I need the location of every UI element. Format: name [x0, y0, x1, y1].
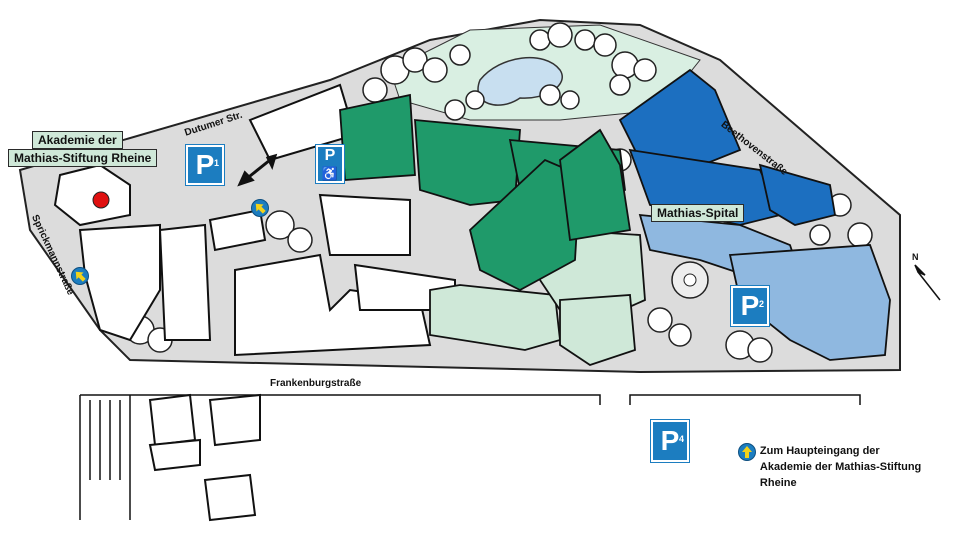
legend-line2: Akademie der Mathias-Stiftung Rheine: [759, 461, 922, 489]
mathias-spital-label: Mathias-Spital: [651, 204, 745, 222]
light-green-buildings: [429, 229, 646, 366]
dark-green-buildings: [339, 93, 632, 292]
street-lines: [79, 394, 861, 520]
akademie-label-line2: Mathias-Stiftung Rheine: [8, 149, 158, 167]
parking-number-4: 4: [678, 434, 684, 444]
parking-sign-p4: P 4: [650, 419, 690, 463]
handicap-p-letter: P: [324, 147, 336, 164]
wheelchair-icon: ♿: [321, 166, 339, 181]
parking-number-2: 2: [758, 299, 764, 309]
parking-sign-p1: P 1: [185, 144, 225, 186]
legend-row: Zum Haupteingang der Akademie der Mathia…: [738, 443, 960, 491]
parking-p-letter-2: P: [740, 290, 760, 321]
roundabout-center: [683, 273, 697, 287]
light-blue-buildings: [638, 213, 891, 361]
legend-entrance-arrow: [738, 443, 756, 461]
parking-sign-p2: P 2: [730, 285, 770, 327]
parking-sign-handicap: P ♿: [315, 144, 345, 184]
parking-number-1: 1: [213, 158, 219, 168]
parking-p-letter: P: [195, 149, 215, 180]
parking-p-letter-4: P: [660, 425, 680, 456]
yellow-arrow-up-icon: [738, 443, 756, 461]
two-way-arrow-icon: [237, 153, 278, 187]
street-frankenburg: Frankenburgstraße: [270, 378, 362, 389]
entrance-dot: [92, 191, 110, 209]
grey-buildings: [53, 83, 456, 522]
legend: Zum Haupteingang der Akademie der Mathia…: [738, 443, 960, 491]
legend-line1: Zum Haupteingang der: [759, 445, 880, 457]
yellow-arrow-up-icon: [71, 267, 89, 285]
legend-text: Zum Haupteingang der Akademie der Mathia…: [760, 443, 960, 491]
yellow-arrow-up-icon: [251, 199, 269, 217]
north-arrow-icon: [914, 264, 941, 301]
akademie-label-line1: Akademie der: [32, 131, 123, 149]
compass-north-label: N: [912, 252, 919, 262]
